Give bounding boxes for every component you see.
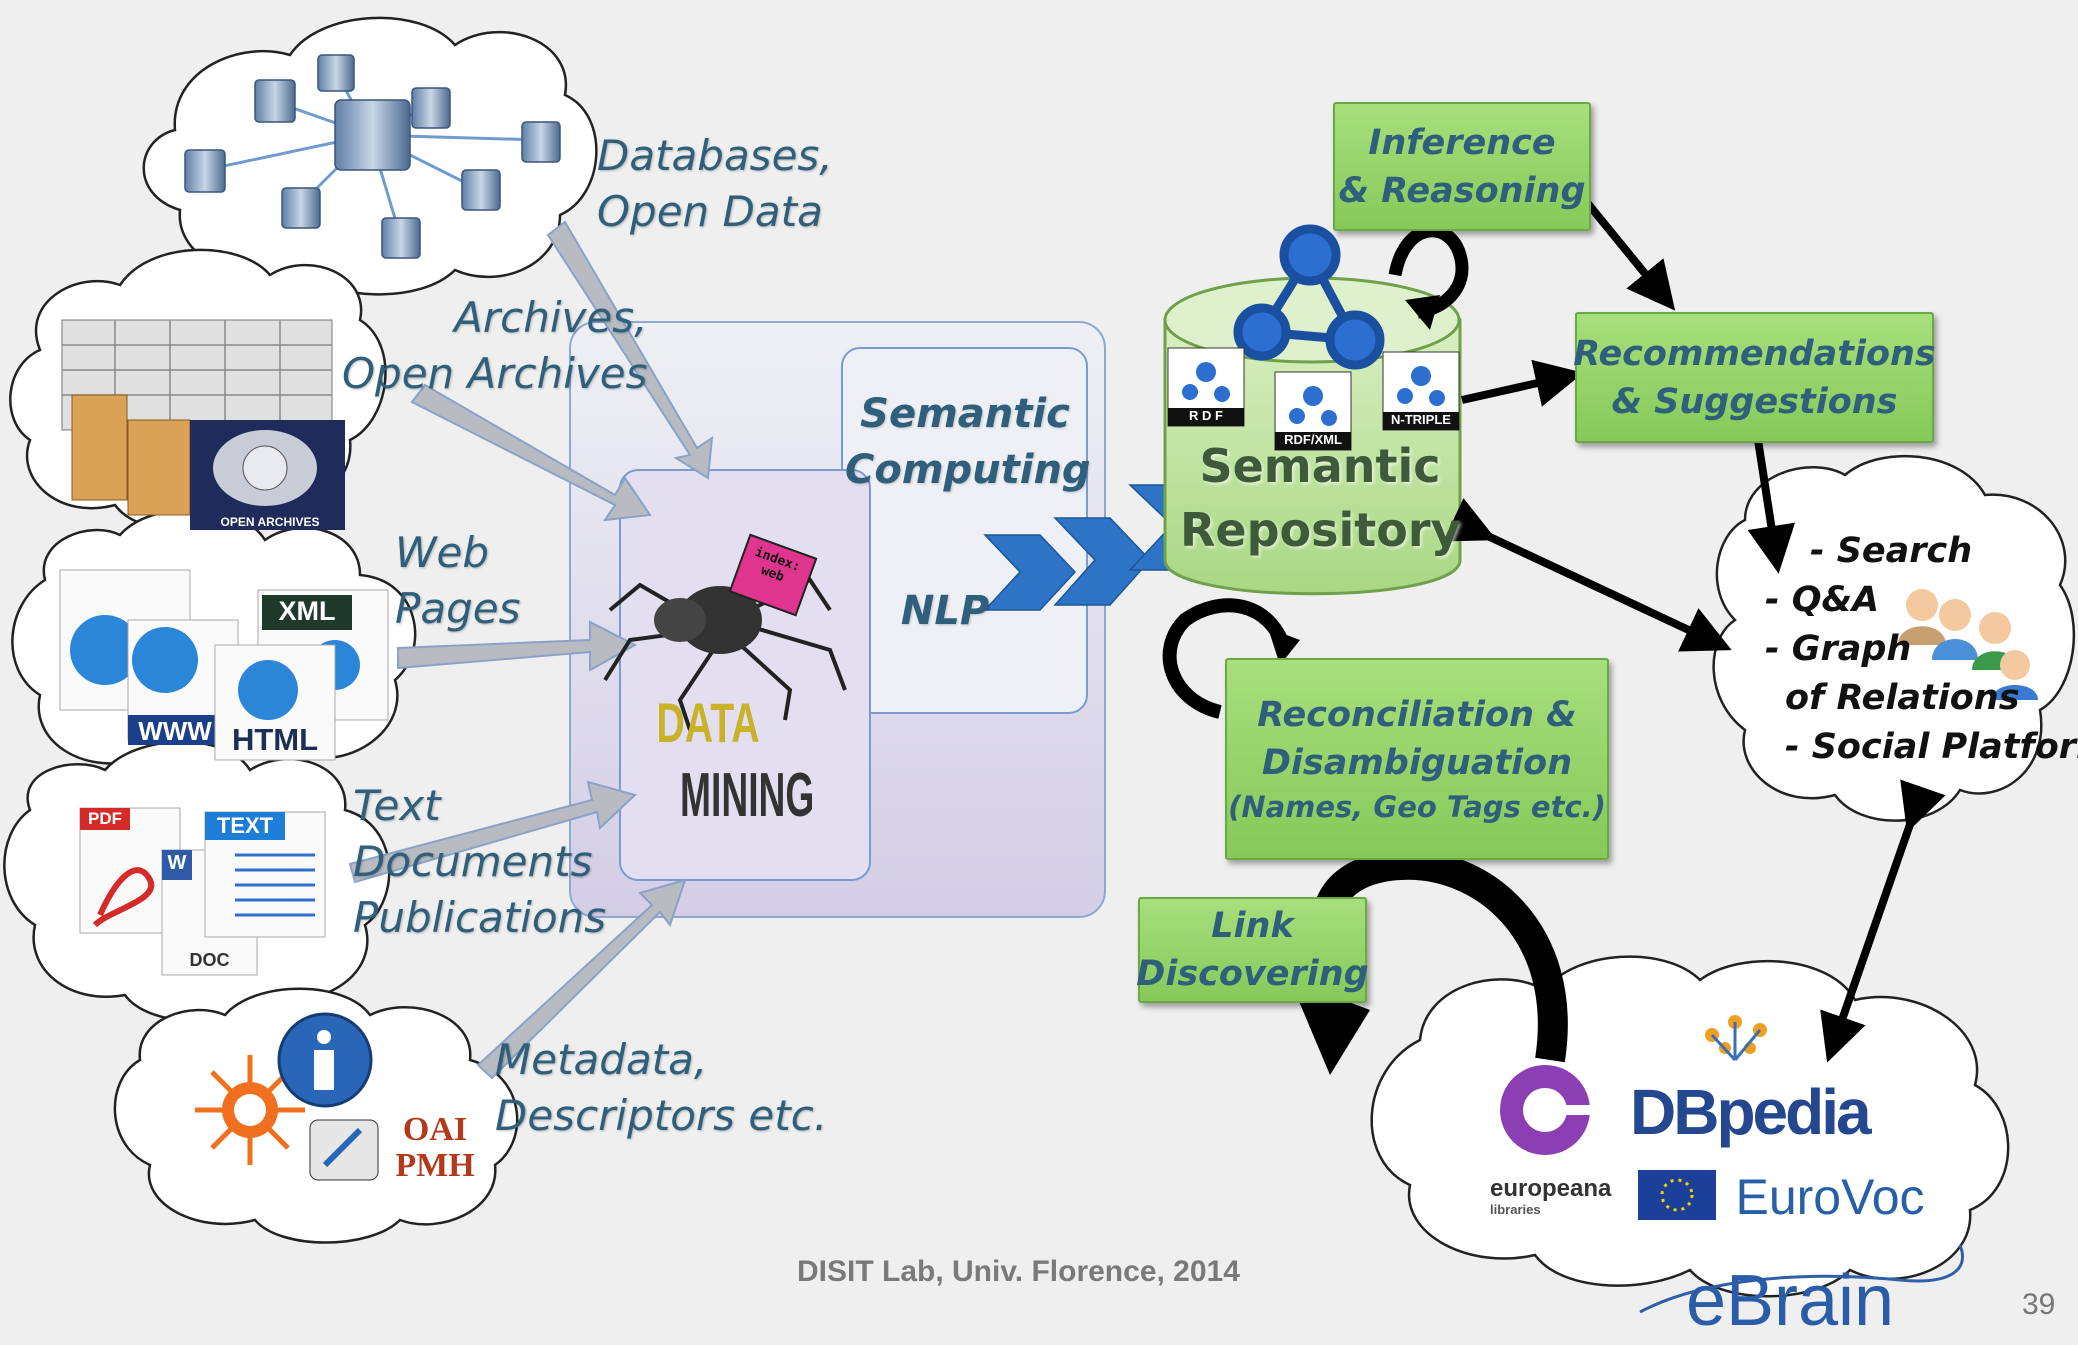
service-social-platform: - Social Platform (1785, 727, 2078, 767)
cloud-user-services (1712, 454, 2076, 822)
pdf-caption: PDF (88, 809, 122, 828)
black-arrows (1443, 197, 1946, 1063)
archive-cabinet-icon (61, 319, 345, 530)
word-caption: W (167, 852, 187, 874)
arrow-archives (410, 383, 652, 522)
dbpedia-logo (1705, 1015, 1767, 1062)
loop-inference (1388, 224, 1469, 319)
link-discovering-box: Link Discovering (1136, 897, 1369, 1003)
rdf-xml-badge (1274, 371, 1352, 451)
user-services-list: - Search - Q&A - Graph of Relations - So… (1765, 527, 2078, 772)
arrow-repository-users (1443, 498, 1732, 652)
service-search: - Search (1810, 531, 1973, 571)
eurovoc-flag-icon (1638, 1170, 1716, 1220)
www-caption: WWW (138, 716, 212, 746)
metadata-icon (195, 1012, 379, 1181)
semantic-repository-label: Semantic Repository (1180, 439, 1461, 557)
arrow-recommendations-to-users (1747, 439, 1796, 574)
documents-icon (79, 807, 326, 976)
arrow-repository-to-recommendations (1461, 359, 1584, 407)
rdf-badge (1167, 347, 1245, 427)
eurovoc-label: EuroVoc (1735, 1169, 1925, 1225)
loop-reconciliation (1162, 598, 1292, 719)
doc-caption: DOC (189, 950, 230, 970)
chevron-2 (1053, 517, 1152, 606)
text-caption: TEXT (216, 813, 274, 838)
arrow-web (397, 620, 638, 672)
open-archives-caption: OPEN ARCHIVES (220, 515, 320, 529)
arrow-metadata (476, 878, 687, 1080)
inference-box: Inference & Reasoning (1333, 102, 1591, 231)
xml-caption: XML (278, 596, 336, 626)
ebrain-logo (1639, 1244, 1964, 1314)
people-icon (1898, 589, 2038, 700)
reconciliation-subtitle: (Names, Geo Tags etc.) (1228, 790, 1606, 824)
spider-icon (603, 533, 847, 731)
label-web: Web Pages (395, 528, 521, 633)
n-triple-badge-caption: N-TRIPLE (1391, 412, 1451, 427)
dbpedia-label: DBpedia (1630, 1076, 1872, 1148)
label-archives: Archives, Open Archives (342, 293, 648, 398)
label-databases: Databases, Open Data (597, 131, 833, 236)
arrow-documents (348, 780, 637, 884)
arrow-databases (546, 220, 714, 480)
europeana-label: europeana (1490, 1175, 1612, 1202)
semantic-computing-label: Semantic Computing (845, 391, 1091, 493)
footer-credit: DISIT Lab, Univ. Florence, 2014 (797, 1255, 1240, 1288)
database-network-icon (184, 54, 561, 259)
source-arrows (348, 220, 714, 1080)
service-qa: - Q&A (1765, 580, 1880, 620)
web-pages-icon (59, 569, 389, 761)
recommendations-box: Recommendations & Suggestions (1573, 312, 1936, 443)
label-metadata: Metadata, Descriptors etc. (495, 1035, 828, 1140)
ebrain-label: eBrain (1685, 1261, 1895, 1341)
service-graph: - Graph (1765, 629, 1912, 669)
nlp-label: NLP (900, 588, 990, 634)
arrow-users-linked-data (1820, 779, 1946, 1063)
europeana-sub-label: libraries (1490, 1202, 1541, 1217)
html-caption: HTML (231, 722, 319, 757)
chevron-1 (983, 534, 1077, 611)
arrow-inference-to-recommendations (1581, 197, 1676, 311)
page-number: 39 (2022, 1288, 2056, 1321)
rdf-badge-caption: R D F (1189, 408, 1223, 423)
mining-word: MINING (680, 761, 815, 830)
rdf-graph-icon (1233, 224, 1385, 370)
service-graph-relations: of Relations (1785, 678, 2020, 718)
n-triple-badge (1382, 351, 1460, 431)
reconciliation-box: Reconciliation & Disambiguation (Names, … (1225, 658, 1609, 860)
europeana-logo (1500, 1065, 1595, 1155)
data-word: DATA (656, 691, 760, 754)
cloud-metadata (113, 987, 519, 1244)
rdf-xml-badge-caption: RDF/XML (1284, 432, 1342, 447)
label-documents: Text Documents Publications (353, 781, 607, 942)
